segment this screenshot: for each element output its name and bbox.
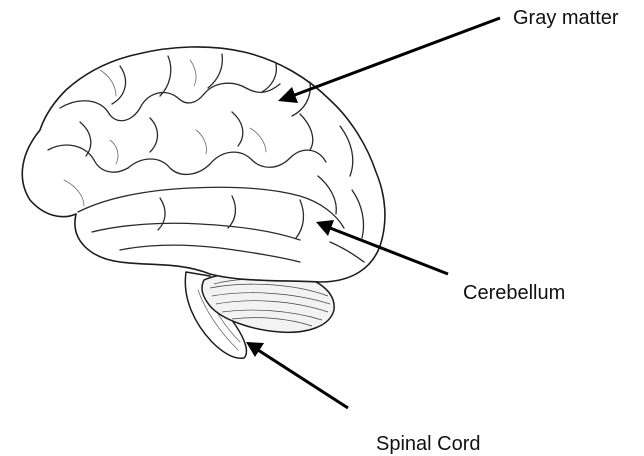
arrow-spinal-cord: [246, 342, 348, 408]
label-gray-matter: Gray matter: [513, 8, 619, 28]
label-cerebellum: Cerebellum: [463, 283, 565, 303]
arrow-gray-matter: [278, 18, 500, 103]
label-spinal-cord: Spinal Cord: [376, 434, 481, 454]
